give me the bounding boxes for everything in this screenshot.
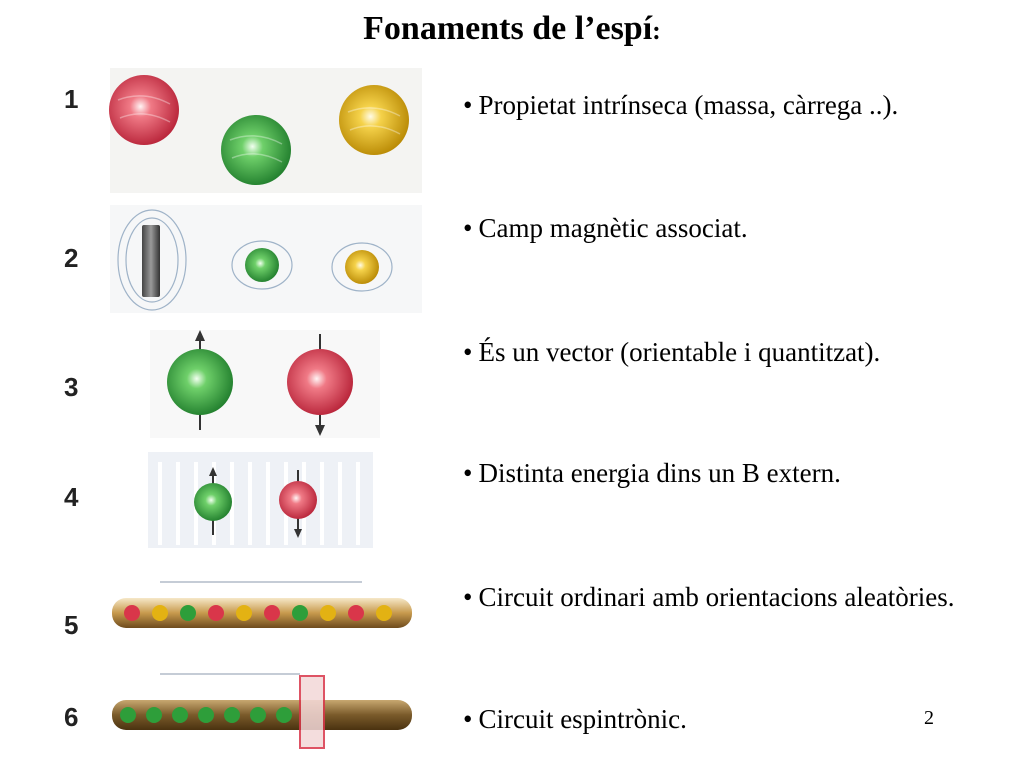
- bullet-4: •Distinta energia dins un B extern.: [463, 454, 1023, 492]
- bullet-text: Circuit espintrònic.: [478, 704, 687, 734]
- title-colon: :: [652, 16, 661, 45]
- panel-5-ordinary-circuit: [112, 581, 412, 628]
- bullet-3: •És un vector (orientable i quantitzat).: [463, 333, 1023, 371]
- green-particle: [221, 115, 291, 185]
- bullet-marker: •: [463, 704, 473, 734]
- bullet-marker: •: [463, 458, 473, 488]
- title-text: Fonaments de l’espí: [363, 10, 653, 47]
- panel-number-3: 3: [64, 372, 79, 402]
- bullet-text: Propietat intrínseca (massa, càrrega ..)…: [478, 90, 899, 120]
- bullet-text: Camp magnètic associat.: [478, 213, 748, 243]
- bullet-marker: •: [463, 337, 473, 367]
- page-number: 2: [924, 707, 934, 729]
- panel-number-1: 1: [64, 84, 79, 114]
- bullet-2: •Camp magnètic associat.: [463, 209, 1023, 247]
- bullet-text: Distinta energia dins un B extern.: [478, 458, 841, 488]
- red-particle: [287, 349, 353, 415]
- panel-number-5: 5: [64, 610, 79, 640]
- spin-filter: [299, 675, 325, 749]
- spin-illustrations: [109, 68, 422, 749]
- bullet-marker: •: [463, 582, 473, 612]
- panel-6-spintronic-circuit: [112, 673, 412, 749]
- bullet-text: Circuit ordinari amb orientacions aleatò…: [478, 582, 955, 612]
- bar-magnet: [142, 225, 160, 297]
- bullet-text: És un vector (orientable i quantitzat).: [478, 337, 881, 367]
- panel-number-6: 6: [64, 702, 79, 732]
- yellow-particle: [345, 250, 379, 284]
- panel-3-spin-vectors: [150, 330, 380, 438]
- red-particle: [109, 75, 179, 145]
- green-particle: [245, 248, 279, 282]
- bullet-1: •Propietat intrínseca (massa, càrrega ..…: [463, 86, 1023, 124]
- yellow-particle: [339, 85, 409, 155]
- slide-title: Fonaments de l’espí:: [0, 10, 1024, 48]
- panel-2-magnetic-field: [110, 205, 422, 313]
- panel-1-particles: [109, 68, 422, 193]
- bullet-marker: •: [463, 90, 473, 120]
- bullet-6: •Circuit espintrònic.: [463, 700, 1023, 738]
- red-particle: [279, 481, 317, 519]
- green-particle: [167, 349, 233, 415]
- bullet-5: •Circuit ordinari amb orientacions aleat…: [463, 578, 963, 616]
- green-particle: [194, 483, 232, 521]
- panel-4-external-field: [148, 452, 373, 548]
- bullet-marker: •: [463, 213, 473, 243]
- panel-number-2: 2: [64, 243, 79, 273]
- panel-number-4: 4: [64, 482, 79, 512]
